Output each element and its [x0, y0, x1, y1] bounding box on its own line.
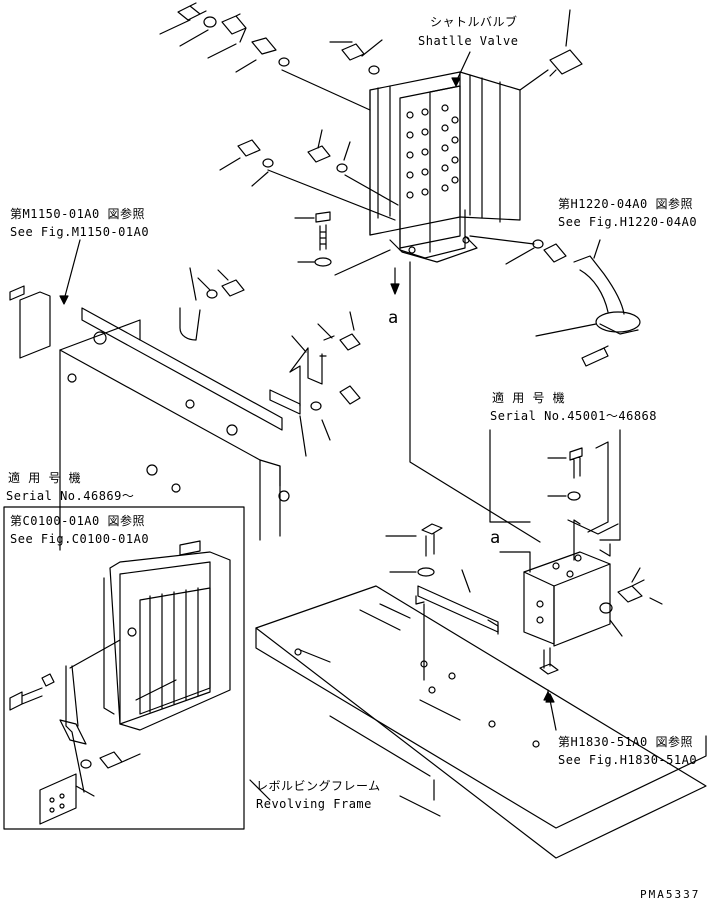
ref-m1150-label-jp: 第M1150-01A0 図参照	[10, 207, 145, 221]
shuttle-valve-label-en: Shatlle Valve	[418, 34, 519, 48]
ref-h1220-label-jp: 第H1220-04A0 図参照	[558, 197, 693, 211]
drawing-number: PMA5337	[640, 888, 701, 901]
marker-a-bottom: a	[490, 528, 501, 548]
shuttle-valve-label-jp: シャトルバルブ	[430, 15, 518, 29]
ref-c0100-label-en: See Fig.C0100-01A0	[10, 532, 150, 546]
flow-path-lines	[409, 261, 541, 573]
valve-top-fittings	[329, 9, 583, 91]
ref-h1830-label-jp: 第H1830-51A0 図参照	[558, 735, 693, 749]
frame-strap	[415, 569, 499, 681]
serial-inset-parts	[489, 429, 621, 541]
valve-bracket-bolt	[294, 211, 391, 276]
radiator-inset	[9, 540, 231, 825]
revolving-frame-label-en: Revolving Frame	[256, 797, 372, 811]
revolving-frame	[255, 585, 707, 859]
ref-h1220-label-en: See Fig.H1220-04A0	[558, 215, 698, 229]
mid-bracket	[269, 311, 361, 457]
upper-panel-frame	[9, 267, 290, 551]
applicable-serial-top-jp: 適 用 号 機	[492, 391, 566, 405]
applicable-serial-left-en: Serial No.46869～	[6, 489, 135, 503]
frame-bolt	[385, 523, 443, 577]
applicable-serial-top-en: Serial No.45001～46868	[490, 409, 657, 423]
inset-box-border	[3, 506, 245, 830]
applicable-serial-left-jp: 適 用 号 機	[8, 471, 82, 485]
top-fittings-group	[159, 2, 371, 111]
ref-m1150-label-en: See Fig.M1150-01A0	[10, 225, 150, 239]
marker-a-top: a	[388, 308, 399, 328]
revolving-frame-label-jp: レボルビングフレーム	[256, 779, 381, 793]
ref-c0100-label-jp: 第C0100-01A0 図参照	[10, 514, 145, 528]
hose-assembly	[469, 235, 641, 367]
shuttle-valve-assembly	[369, 71, 521, 295]
label-leaders	[59, 51, 601, 801]
mid-fittings	[219, 129, 399, 221]
frame-mount-bracket	[523, 519, 663, 701]
valve-ports	[406, 104, 459, 199]
ref-h1830-label-en: See Fig.H1830-51A0	[558, 753, 698, 767]
